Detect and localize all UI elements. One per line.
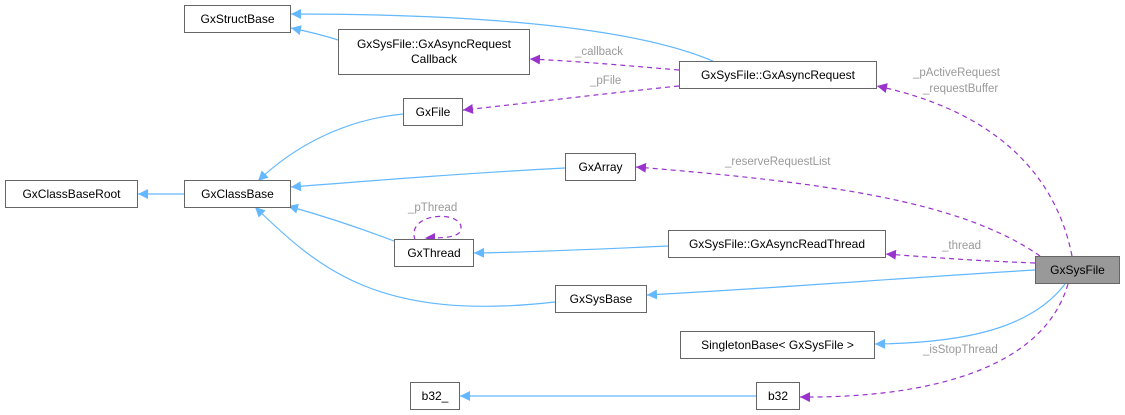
node-label: GxThread (407, 245, 461, 260)
edge-label-request-buffer: _requestBuffer (923, 83, 999, 95)
node-b32[interactable]: b32 (756, 382, 800, 410)
node-gxarray[interactable]: GxArray (565, 153, 636, 181)
node-gxclassbaseroot[interactable]: GxClassBaseRoot (5, 180, 138, 208)
node-gxthread[interactable]: GxThread (394, 239, 474, 267)
node-label-line2: Callback (410, 52, 458, 66)
node-async-read-thread[interactable]: GxSysFile::GxAsyncReadThread (668, 230, 886, 258)
edge-asyncrequest-to-structbase (290, 9, 716, 63)
node-b32_[interactable]: b32_ (410, 382, 460, 410)
node-label: SingletonBase< GxSysFile > (701, 337, 854, 352)
node-gxclassbase[interactable]: GxClassBase (184, 180, 291, 208)
edge-label-reserve-request-list: _reserveRequestList (725, 156, 831, 168)
node-gxsysfile: GxSysFile (1035, 256, 1120, 284)
node-label: GxSysBase (569, 291, 633, 306)
node-label: b32_ (421, 388, 449, 403)
node-gxstructbase[interactable]: GxStructBase (184, 5, 291, 33)
node-label: GxArray (578, 159, 623, 174)
edge-label-pactive-request: _pActiveRequest (913, 67, 1000, 79)
node-singletonbase[interactable]: SingletonBase< GxSysFile > (680, 331, 875, 359)
edge-gxarray-to-classbase (290, 167, 566, 192)
edge-gxsysfile-uses-readthread (885, 249, 1036, 264)
node-label: GxClassBaseRoot (22, 186, 121, 201)
edge-gxsysfile-uses-b32 (799, 283, 1069, 403)
node-label: GxStructBase (200, 11, 275, 26)
edge-label-pfile: _pFile (590, 75, 622, 87)
edge-gxsysfile-to-singleton (874, 283, 1066, 349)
edge-asyncrequest-uses-gxfile (462, 85, 680, 114)
node-label: GxSysFile (1050, 262, 1105, 277)
node-label: GxFile (415, 104, 451, 119)
edge-callback-to-structbase (290, 25, 339, 41)
node-label-line1: GxSysFile::GxAsyncRequest (356, 37, 512, 51)
edge-gxthread-to-classbase (287, 203, 395, 242)
edge-gxsysbase-to-classbase (254, 206, 556, 307)
node-gxsysbase[interactable]: GxSysBase (555, 285, 647, 313)
node-label: GxClassBase (201, 186, 274, 201)
node-gxfile[interactable]: GxFile (403, 98, 463, 126)
edge-label-is-stop-thread: _isStopThread (923, 344, 998, 356)
node-async-request-callback[interactable]: GxSysFile::GxAsyncRequest Callback (338, 29, 530, 75)
edge-gxsysfile-uses-asyncrequest (876, 83, 1073, 257)
node-label: b32 (767, 388, 789, 403)
node-label: GxSysFile::GxAsyncRequest (700, 67, 856, 82)
edge-gxsysfile-uses-gxarray (635, 162, 1041, 257)
edge-label-pthread: _pThread (408, 202, 458, 214)
edge-label-callback: _callback (575, 46, 623, 58)
edge-asyncrequest-uses-callback (529, 54, 680, 71)
edge-readthread-to-gxthread (473, 245, 669, 258)
edge-label-thread: _thread (942, 240, 982, 252)
edge-gxfile-to-classbase (257, 113, 404, 182)
edge-gxthread-self-pthread (413, 215, 462, 243)
edge-gxsysfile-to-gxsysbase (646, 269, 1036, 300)
node-label: GxSysFile::GxAsyncReadThread (688, 236, 866, 251)
node-async-request[interactable]: GxSysFile::GxAsyncRequest (679, 61, 877, 89)
